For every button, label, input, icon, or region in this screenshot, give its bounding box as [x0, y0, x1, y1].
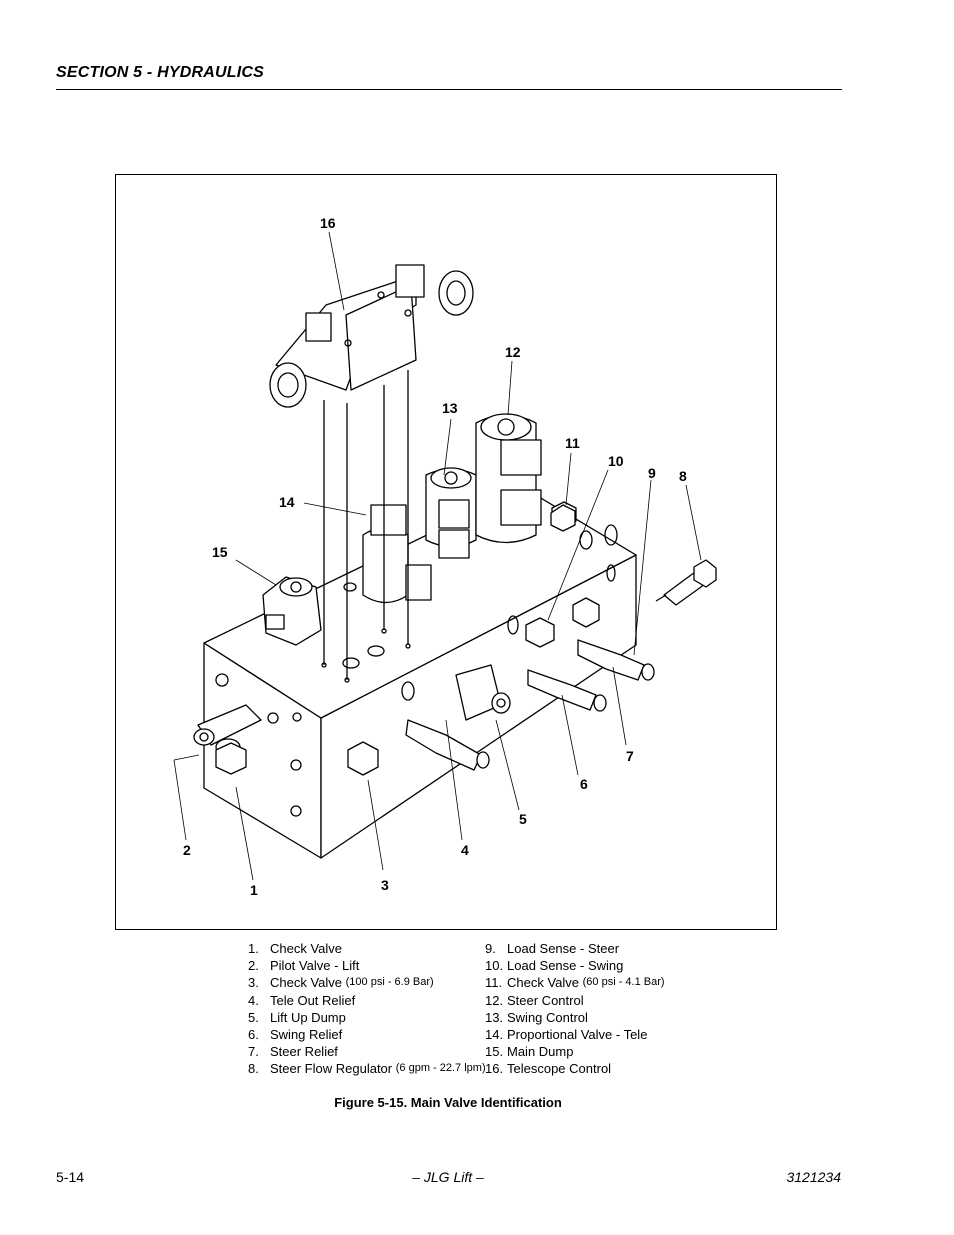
header-divider [56, 89, 842, 90]
legend-item: 7.Steer Relief [248, 1044, 338, 1060]
legend-item: 5.Lift Up Dump [248, 1009, 346, 1025]
callout-10: 10 [608, 453, 624, 469]
callout-1: 1 [250, 882, 258, 898]
callout-5: 5 [519, 811, 527, 827]
page-number: 5-14 [56, 1169, 85, 1185]
callout-2: 2 [183, 842, 191, 858]
figure-caption: Figure 5-15. Main Valve Identification [334, 1095, 562, 1110]
legend-item: 8.Steer Flow Regulator (6 gpm - 22.7 lpm… [248, 1061, 486, 1077]
legend-item: 1.Check Valve [248, 941, 343, 956]
footer-brand: – JLG Lift – [412, 1169, 484, 1185]
valve-illustration: 1 2 3 4 5 6 7 8 9 10 11 12 13 14 15 16 [173, 215, 717, 898]
legend-left-column: 1.Check Valve 2.Pilot Valve - Lift 3.Che… [248, 940, 486, 1078]
callout-13: 13 [442, 400, 458, 416]
callout-4: 4 [461, 842, 469, 858]
legend-item: 12.Steer Control [485, 992, 584, 1008]
hex-plug-3 [347, 741, 379, 776]
legend-item: 14.Proportional Valve - Tele [485, 1027, 648, 1043]
cartridge-6 [527, 669, 597, 711]
legend-item: 3.Check Valve (100 psi - 6.9 Bar) [248, 975, 434, 991]
callout-14: 14 [279, 494, 295, 510]
section-title: SECTION 5 - HYDRAULICS [56, 64, 264, 81]
hex-plug-1 [215, 742, 247, 775]
proportional-valve-14 [362, 526, 409, 604]
legend-item: 11.Check Valve (60 psi - 4.1 Bar) [485, 975, 665, 991]
manifold-top-face [203, 487, 637, 719]
legend-item: 10.Load Sense - Swing [485, 958, 624, 974]
callout-3: 3 [381, 877, 389, 893]
cartridge-7 [577, 639, 645, 681]
legend-item: 13.Swing Control [485, 1009, 588, 1025]
cartridge-4 [405, 719, 482, 771]
callout-16: 16 [320, 215, 336, 231]
callout-11: 11 [565, 435, 580, 451]
legend-item: 9.Load Sense - Steer [485, 941, 620, 956]
callout-15: 15 [212, 544, 228, 560]
callout-8: 8 [679, 468, 687, 484]
callout-6: 6 [580, 776, 588, 792]
figure-frame: 1 2 3 4 5 6 7 8 9 10 11 12 13 14 15 16 [115, 174, 777, 930]
callout-9: 9 [648, 465, 656, 481]
callout-12: 12 [505, 344, 521, 360]
callout-7: 7 [626, 748, 634, 764]
check-valve-11 [550, 504, 576, 532]
legend-item: 16.Telescope Control [485, 1061, 612, 1077]
legend-item: 6.Swing Relief [248, 1027, 343, 1043]
legend-right-column: 9.Load Sense - Steer 10.Load Sense - Swi… [485, 940, 665, 1078]
doc-number: 3121234 [786, 1169, 841, 1185]
legend-item: 15.Main Dump [485, 1044, 574, 1060]
legend-item: 4.Tele Out Relief [248, 992, 356, 1008]
legend-item: 2.Pilot Valve - Lift [248, 958, 360, 974]
